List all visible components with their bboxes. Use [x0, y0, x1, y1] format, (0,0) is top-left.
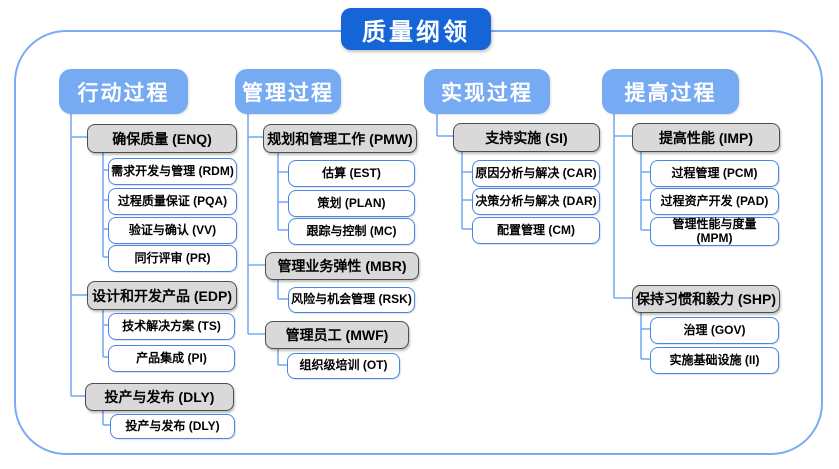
item-node-pad: 过程资产开发 (PAD): [650, 188, 779, 215]
item-node-pr: 同行评审 (PR): [108, 245, 237, 272]
item-node-est: 估算 (EST): [288, 160, 415, 187]
group-node-si: 支持实施 (SI): [453, 123, 600, 152]
group-node-pmw: 规划和管理工作 (PMW): [263, 124, 417, 153]
item-node-ii: 实施基础设施 (II): [650, 347, 779, 374]
item-node-dly: 投产与发布 (DLY): [110, 414, 235, 439]
column-header-realization-process: 实现过程: [424, 69, 550, 114]
item-node-cm: 配置管理 (CM): [472, 217, 600, 244]
item-node-ts: 技术解决方案 (TS): [108, 313, 235, 340]
group-node-dly: 投产与发布 (DLY): [85, 383, 234, 411]
diagram-title: 质量纲领: [341, 8, 491, 50]
group-node-shp: 保持习惯和毅力 (SHP): [632, 285, 780, 313]
item-node-pcm: 过程管理 (PCM): [650, 160, 779, 187]
group-node-enq: 确保质量 (ENQ): [87, 124, 237, 153]
item-node-vv: 验证与确认 (VV): [108, 217, 237, 244]
item-node-plan: 策划 (PLAN): [288, 190, 415, 217]
item-node-gov: 治理 (GOV): [650, 317, 779, 344]
item-node-rdm: 需求开发与管理 (RDM): [108, 158, 237, 185]
item-node-dar: 决策分析与解决 (DAR): [472, 188, 600, 215]
item-node-pi: 产品集成 (PI): [108, 345, 235, 372]
column-header-management-process: 管理过程: [235, 69, 341, 114]
group-node-imp: 提高性能 (IMP): [632, 123, 780, 152]
group-node-edp: 设计和开发产品 (EDP): [87, 281, 237, 310]
column-header-action-process: 行动过程: [59, 69, 188, 114]
group-node-mwf: 管理员工 (MWF): [265, 321, 409, 349]
item-node-car: 原因分析与解决 (CAR): [472, 160, 600, 187]
group-node-mbr: 管理业务弹性 (MBR): [265, 252, 419, 280]
item-node-ot: 组织级培训 (OT): [287, 353, 400, 379]
item-node-mpm: 管理性能与度量 (MPM): [650, 217, 779, 246]
column-header-improvement-process: 提高过程: [602, 69, 739, 114]
item-node-mc: 跟踪与控制 (MC): [288, 218, 415, 245]
item-node-pqa: 过程质量保证 (PQA): [108, 188, 237, 215]
item-node-rsk: 风险与机会管理 (RSK): [288, 287, 415, 313]
